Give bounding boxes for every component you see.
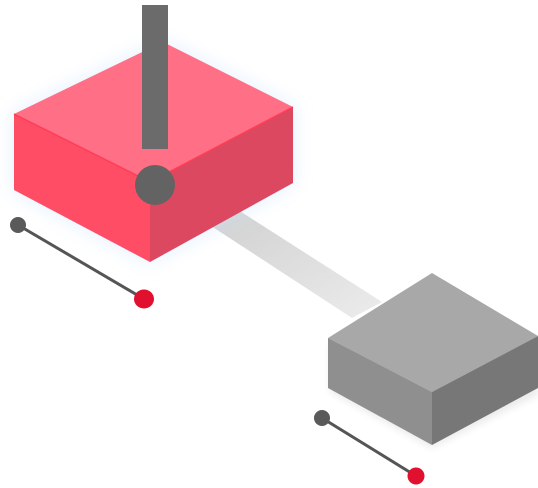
active-block-right-face (150, 107, 293, 262)
beam-icon (205, 208, 382, 318)
inactive-marker (314, 410, 425, 485)
marker-line (17, 223, 145, 301)
marker-line (321, 416, 417, 478)
marker-end-dot (134, 289, 154, 309)
marker-end-dot (407, 467, 425, 485)
active-marker (10, 217, 154, 309)
inactive-block-right-face (432, 336, 538, 445)
lever[interactable] (135, 5, 175, 205)
inactive-block-top-face (328, 273, 538, 392)
marker-start-dot (314, 410, 330, 426)
marker-start-dot (10, 217, 26, 233)
isometric-cube-icon (328, 273, 538, 445)
inactive-block[interactable] (328, 273, 538, 448)
connector-beam (205, 208, 382, 318)
inactive-block-left-face (328, 338, 432, 445)
lever-knob[interactable] (135, 165, 175, 205)
lever-stick (142, 5, 168, 149)
active-block-left-face (14, 114, 150, 262)
